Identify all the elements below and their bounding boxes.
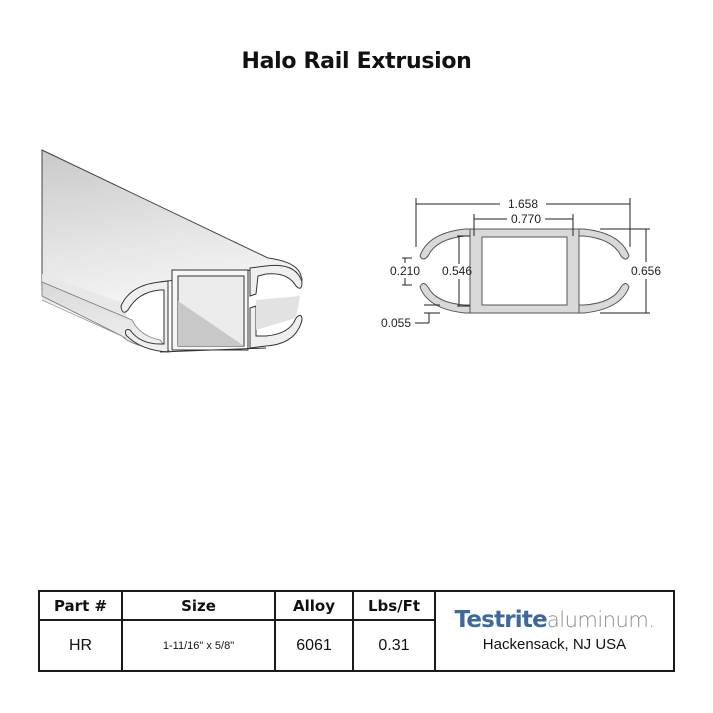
cell-alloy: 6061: [274, 619, 354, 672]
cell-weight: 0.31: [352, 619, 436, 672]
header-alloy: Alloy: [274, 590, 354, 621]
dim-tube-width: 0.770: [511, 212, 541, 226]
brand-logo-cell: Testritealuminum. Hackensack, NJ USA: [434, 590, 675, 672]
dim-overall-width: 1.658: [508, 197, 538, 211]
dim-wall-thickness: 0.055: [381, 316, 411, 330]
brand-location: Hackensack, NJ USA: [482, 636, 627, 653]
table-header-row: Part # Size Alloy Lbs/Ft Testritealuminu…: [38, 590, 675, 672]
table-row: HR 1-11/16" x 5/8" 6061 0.31: [38, 619, 674, 672]
cell-part: HR: [38, 619, 123, 672]
brand-name: Testrite: [454, 607, 548, 633]
header-size: Size: [121, 590, 276, 621]
brand-suffix: aluminum.: [546, 608, 655, 632]
dim-overall-height: 0.656: [631, 264, 661, 278]
header-weight: Lbs/Ft: [352, 590, 436, 621]
page-title: Halo Rail Extrusion: [241, 49, 472, 74]
spec-table: Part # Size Alloy Lbs/Ft Testritealuminu…: [38, 590, 675, 672]
cell-size: 1-11/16" x 5/8": [121, 619, 276, 672]
header-part: Part #: [38, 590, 123, 621]
dim-inner-height: 0.546: [442, 264, 472, 278]
dim-slot-opening: 0.210: [390, 264, 420, 278]
brand-logo: Testritealuminum.: [436, 609, 673, 632]
